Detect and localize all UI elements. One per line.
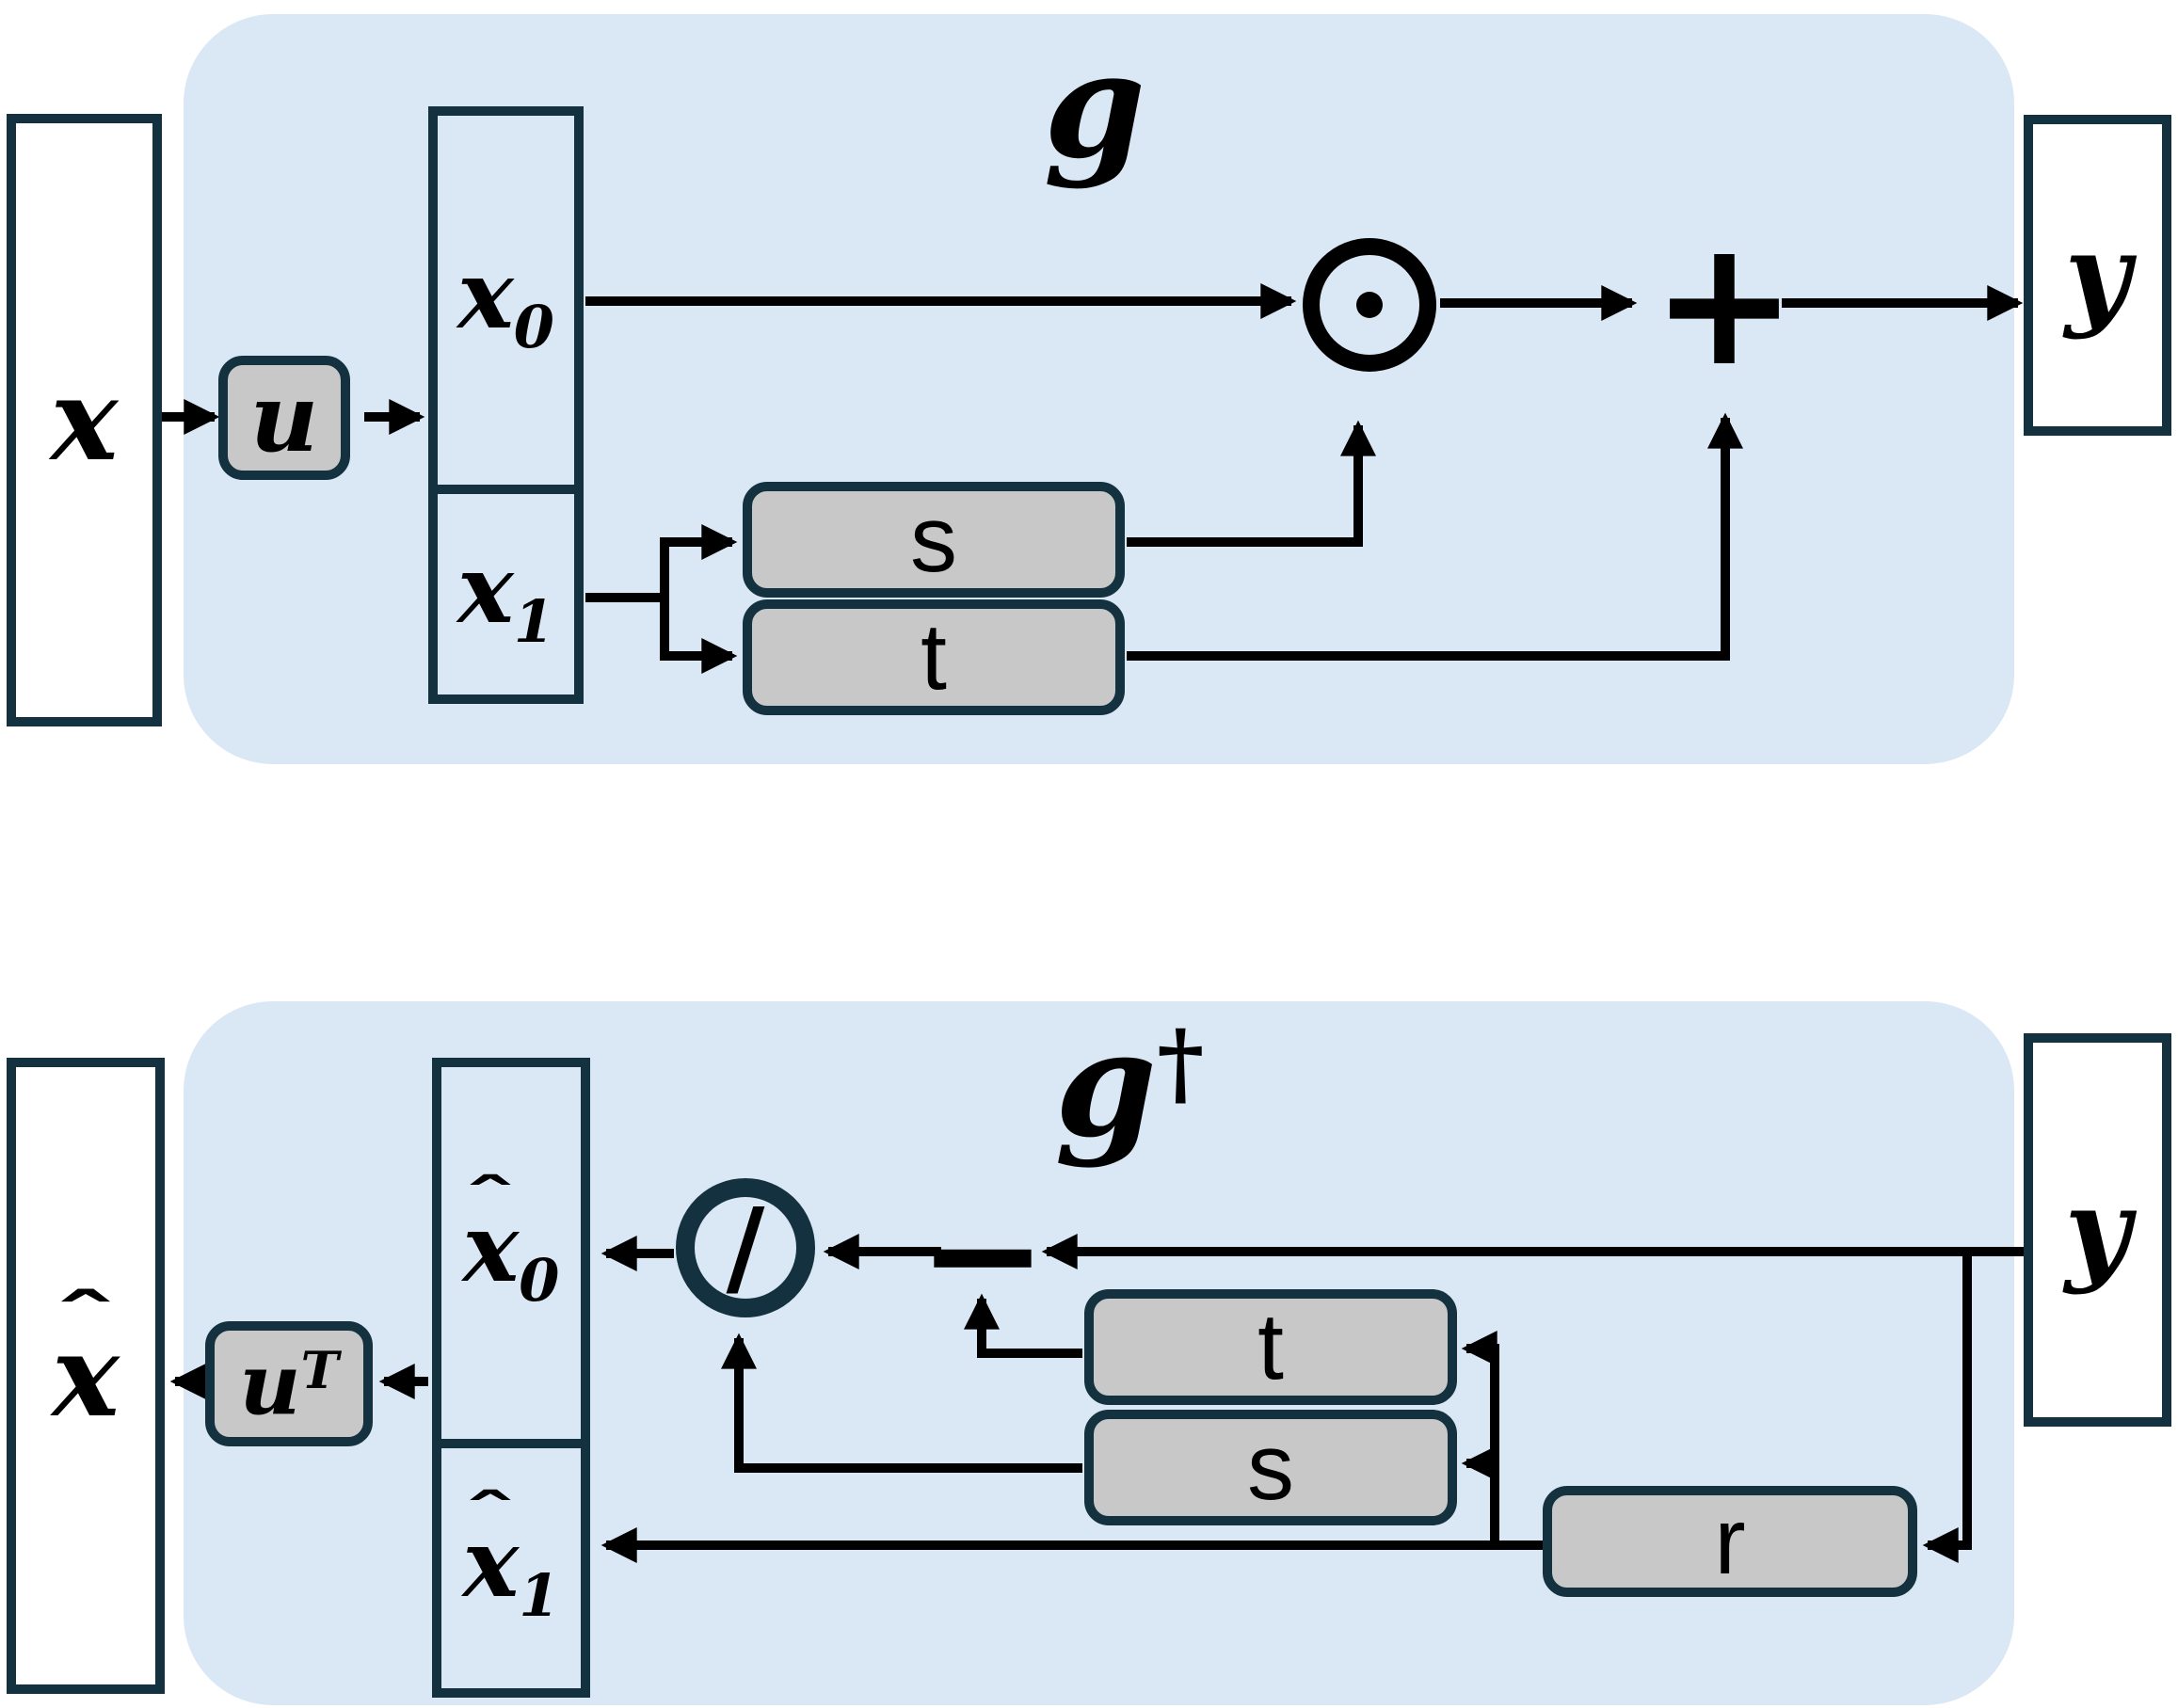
inverse-title: g†: [1054, 998, 1205, 1171]
arrow-x1-to-t: [660, 598, 738, 674]
input-vector-y-inverse-label: y: [2064, 1163, 2131, 1297]
output-vector-y-label: y: [2064, 209, 2131, 342]
translate-t-label: t: [921, 604, 947, 710]
projection-u-box: u: [218, 356, 350, 480]
input-vector-x: x: [7, 114, 162, 726]
divide-operator: /: [676, 1178, 815, 1317]
divide-slash: /: [726, 1187, 765, 1309]
projection-u-label: u: [249, 362, 319, 473]
translate-network-t-forward: t: [743, 599, 1125, 715]
split-cell-x1: x1: [438, 494, 574, 694]
output-vector-y: y: [2024, 115, 2171, 436]
x0-label: x0: [457, 239, 554, 361]
x1-label: x1: [457, 533, 554, 656]
arrow-t-to-plus: [1127, 412, 1743, 661]
scale-s-label: s: [910, 487, 957, 592]
split-divider: [438, 485, 574, 494]
reverse-network-r-box: r: [1543, 1486, 1917, 1597]
scale-network-s-inverse: s: [1084, 1410, 1457, 1525]
arrow-y-to-r: [1922, 1252, 1972, 1563]
arrow-x1-to-s: [660, 524, 738, 598]
arrow-s-to-divide: [721, 1333, 1082, 1473]
scale-network-s-forward: s: [743, 482, 1125, 598]
split-cell-x0: x0: [438, 116, 574, 485]
scale-s-inverse-label: s: [1247, 1414, 1294, 1520]
minus-operator: −: [917, 1163, 1049, 1344]
inverse-flow-arrows: [169, 1234, 2024, 1563]
reverse-r-label: r: [1714, 1488, 1746, 1594]
split-vector-x0-x1: x0 x1: [428, 106, 584, 704]
split-divider-inverse: [441, 1439, 581, 1448]
forward-flow-arrows: [162, 283, 2024, 674]
plus-operator: +: [1651, 201, 1798, 405]
translate-network-t-inverse: t: [1084, 1289, 1457, 1405]
arrow-s-to-multiply: [1127, 420, 1376, 547]
translate-t-inverse-label: t: [1257, 1294, 1284, 1399]
input-vector-x-label: x: [50, 354, 119, 487]
arrow-r-line-to-t: [1461, 1331, 1499, 1545]
input-vector-y-inverse: y: [2024, 1033, 2171, 1427]
forward-title: g: [1043, 19, 1146, 191]
transpose-projection-uT-box: uT: [205, 1321, 373, 1446]
arrow-t-to-minus: [964, 1293, 1082, 1358]
elementwise-multiply-icon: [1303, 238, 1436, 372]
uT-label: uT: [239, 1333, 339, 1434]
dagger-superscript: †: [1157, 1010, 1205, 1116]
